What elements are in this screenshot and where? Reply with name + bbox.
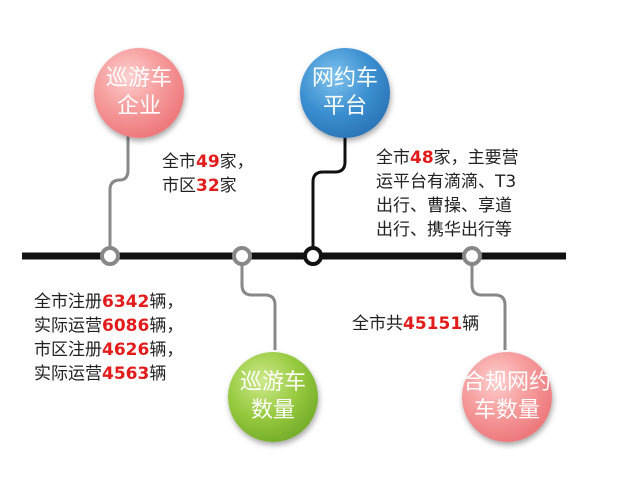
info-text: 市区 <box>162 176 196 196</box>
info-text: 辆 <box>149 364 167 384</box>
cruise-enterprise-bubble: 巡游车 企业 <box>94 48 184 138</box>
info-text: 家，主要营 <box>433 148 519 168</box>
info-number: 4626 <box>102 340 150 360</box>
cruise-count-label-1: 巡游车 <box>239 370 306 395</box>
info-text: 实际运营 <box>34 364 102 384</box>
info-text: 辆， <box>149 316 184 336</box>
info-line: 市区32家 <box>162 174 254 198</box>
info-text: 全市 <box>162 152 196 172</box>
info-text: 全市共 <box>352 314 403 334</box>
ridehail-count-label-2: 车数量 <box>473 398 540 423</box>
info-line: 实际运营6086辆， <box>34 314 183 338</box>
info-text: 家， <box>219 152 254 172</box>
info-text: 实际运营 <box>34 316 102 336</box>
info-number: 45151 <box>403 314 463 334</box>
info-number: 49 <box>196 152 220 172</box>
cruise-count-label-2: 数量 <box>250 398 295 423</box>
info-number: 32 <box>196 176 220 196</box>
info-number: 6086 <box>102 316 150 336</box>
info-line: 实际运营4563辆 <box>34 362 183 386</box>
info-line: 全市注册6342辆， <box>34 290 183 314</box>
ridehail-count-info: 全市共45151辆 <box>352 312 479 336</box>
info-text: 全市 <box>376 148 410 168</box>
info-text: 辆， <box>149 340 184 360</box>
info-text: 市区注册 <box>34 340 102 360</box>
connector-ridehail-count <box>470 256 507 350</box>
ridehail-count-bubble: 合规网约 车数量 <box>462 352 552 442</box>
cruise-enterprise-info: 全市49家， 市区32家 <box>162 150 254 198</box>
timeline-node-ridehail-count <box>462 246 482 266</box>
info-line: 运平台有滴滴、T3 <box>376 172 517 192</box>
ridehail-platform-bubble: 网约车 平台 <box>300 48 390 138</box>
info-line: 全市48家，主要营 <box>376 146 519 170</box>
info-line: 全市49家， <box>162 150 254 174</box>
timeline-node-cruise-enterprise <box>100 246 120 266</box>
timeline-node-ridehail-platform <box>303 246 323 266</box>
info-number: 48 <box>410 148 434 168</box>
info-line: 出行、曹操、享道 <box>376 196 512 216</box>
cruise-enterprise-label-1: 巡游车 <box>105 66 172 91</box>
connector-cruise-enterprise <box>108 130 130 256</box>
cruise-count-info: 全市注册6342辆， 实际运营6086辆， 市区注册4626辆， 实际运营456… <box>34 290 183 386</box>
info-text: 家 <box>219 176 237 196</box>
connector-ridehail-platform <box>311 130 347 256</box>
info-line: 出行、携华出行等 <box>376 220 512 240</box>
cruise-enterprise-label-2: 企业 <box>116 94 161 119</box>
ridehail-count-label-1: 合规网约 <box>462 370 551 395</box>
info-number: 4563 <box>102 364 150 384</box>
ridehail-platform-info: 全市48家，主要营 运平台有滴滴、T3 出行、曹操、享道 出行、携华出行等 <box>376 146 519 242</box>
info-text: 辆 <box>462 314 480 334</box>
info-line: 市区注册4626辆， <box>34 338 183 362</box>
info-text: 辆， <box>149 292 184 312</box>
ridehail-platform-label-1: 网约车 <box>311 66 378 91</box>
timeline-node-cruise-count <box>232 246 252 266</box>
connector-cruise-count <box>240 256 277 350</box>
cruise-count-bubble: 巡游车 数量 <box>228 352 318 442</box>
info-text: 全市注册 <box>34 292 102 312</box>
info-line: 全市共45151辆 <box>352 312 479 336</box>
ridehail-platform-label-2: 平台 <box>322 94 367 119</box>
info-number: 6342 <box>102 292 150 312</box>
